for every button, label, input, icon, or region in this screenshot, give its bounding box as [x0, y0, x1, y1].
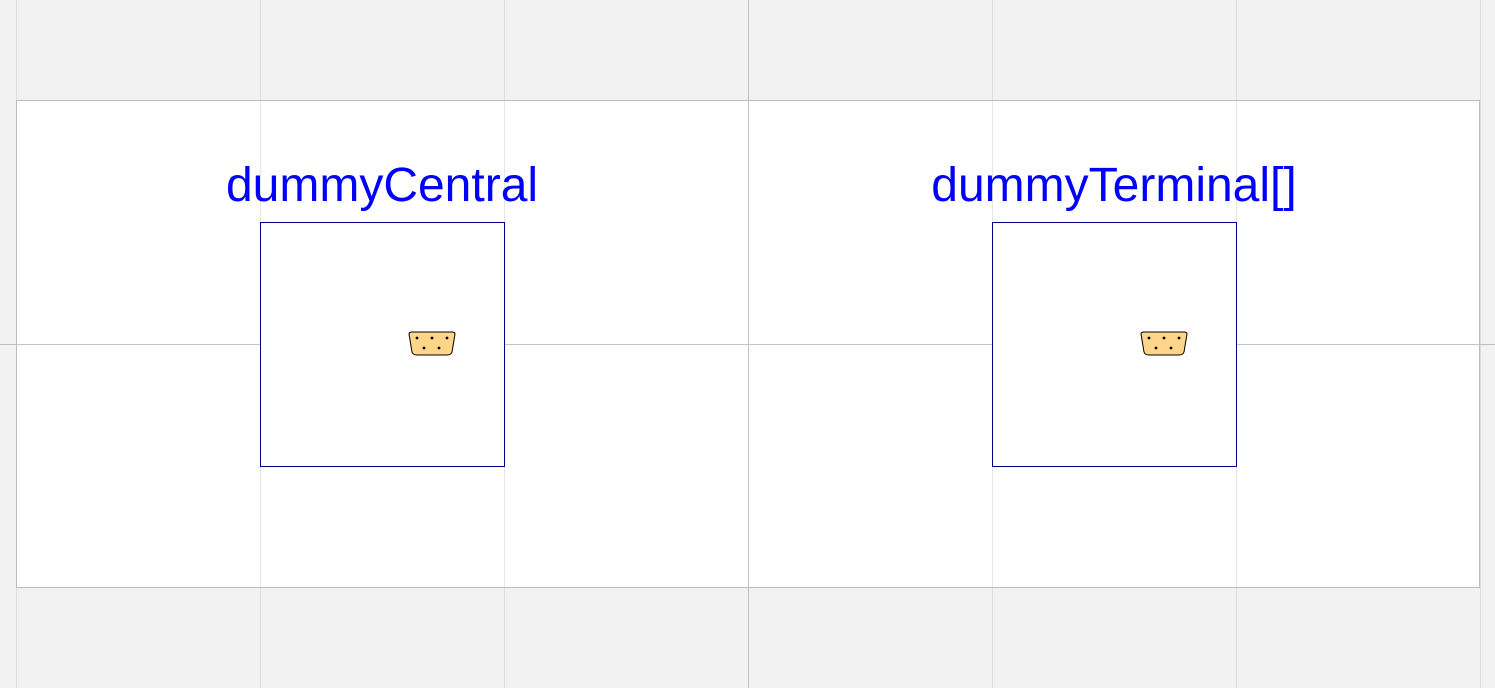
component-label: dummyTerminal[] [931, 159, 1297, 212]
component-dummy-terminal[interactable] [992, 222, 1237, 467]
component-dummy-central[interactable] [260, 222, 505, 467]
serial-connector-icon[interactable] [407, 330, 457, 360]
grid-line [17, 344, 1479, 345]
serial-connector-icon[interactable] [1139, 330, 1189, 360]
component-label: dummyCentral [225, 159, 539, 212]
